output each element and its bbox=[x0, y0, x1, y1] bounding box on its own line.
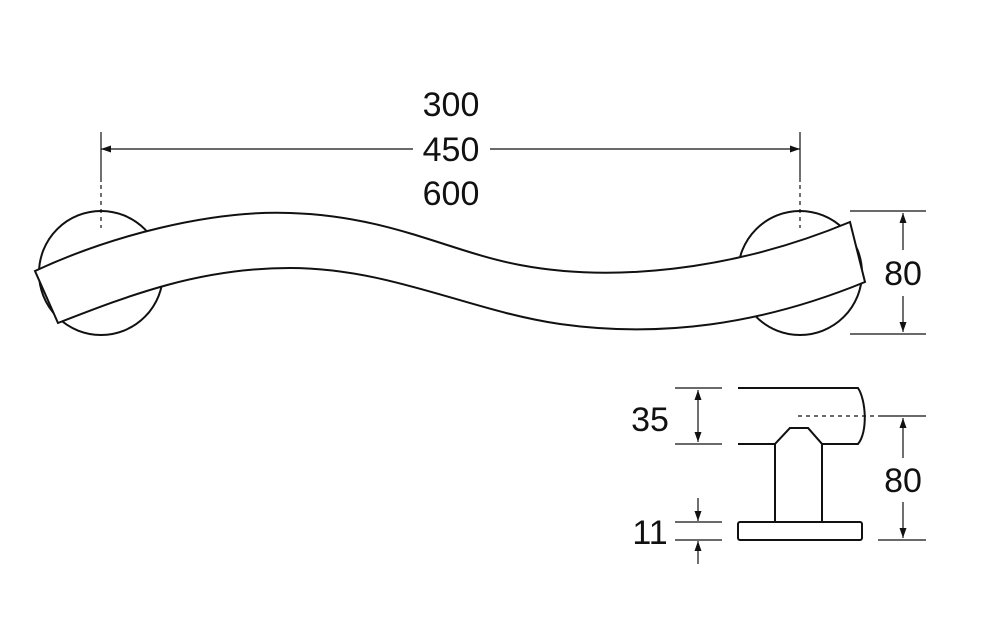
wall-flange bbox=[737, 521, 863, 541]
side-view: 35 80 11 bbox=[631, 387, 926, 564]
length-label-450: 450 bbox=[423, 131, 480, 169]
grab-bar-body bbox=[33, 211, 867, 331]
right-end-cut bbox=[849, 221, 866, 283]
left-end-cut bbox=[34, 270, 59, 324]
length-label-600: 600 bbox=[423, 175, 480, 213]
height-label: 80 bbox=[884, 255, 922, 293]
support-post bbox=[774, 427, 823, 523]
depth-label: 35 bbox=[631, 401, 669, 439]
flange-label: 11 bbox=[632, 514, 667, 552]
front-view: 300 450 600 80 bbox=[33, 86, 926, 336]
projection-label: 80 bbox=[884, 462, 922, 500]
length-label-300: 300 bbox=[423, 86, 480, 124]
